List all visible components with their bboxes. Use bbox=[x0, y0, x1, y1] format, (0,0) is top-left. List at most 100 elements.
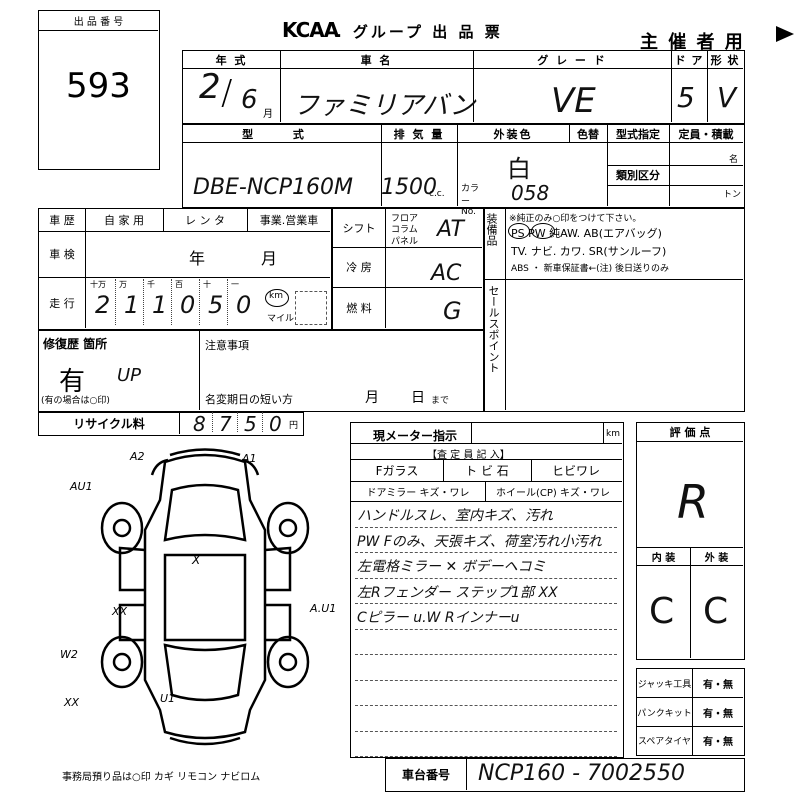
lot-number-label: 出 品 番 号 bbox=[39, 11, 158, 31]
name-label: 車 名 bbox=[360, 53, 393, 67]
repair-table: 修復歴 箇所 有 UP (有の場合は○印) 注意事項 名変期日の短い方 月 日 … bbox=[38, 330, 484, 412]
cc-unit: c.c. bbox=[429, 189, 445, 199]
equipment-note: ※純正のみ○印をつけて下さい。 bbox=[509, 214, 642, 224]
car-name-value: ファミリアバン bbox=[293, 91, 476, 121]
mark-x-body: X bbox=[191, 553, 201, 567]
mileage-label: 走 行 bbox=[49, 297, 75, 310]
mileage-digit: 5 bbox=[208, 291, 224, 319]
shift-value: AT bbox=[437, 217, 464, 242]
rental-label: レ ン タ bbox=[185, 214, 225, 227]
mark-u1: U1 bbox=[160, 692, 175, 705]
mileage-digit-label: 十 bbox=[203, 280, 211, 289]
interior-label: 内 装 bbox=[651, 552, 676, 564]
repair-value: 有 bbox=[59, 367, 86, 397]
persons-unit: 名 bbox=[729, 155, 739, 165]
mileage-digit: 1 bbox=[152, 291, 168, 319]
repair-note: UP bbox=[117, 365, 142, 386]
ac-label: 冷 房 bbox=[346, 261, 372, 274]
evaluation-label: 評 価 点 bbox=[669, 426, 711, 439]
equipment-vertical-label: 装備品 bbox=[485, 213, 498, 246]
mileage-digit: 0 bbox=[180, 291, 196, 319]
model-label: 型 式 bbox=[242, 127, 322, 141]
door-mirror-label: ドアミラー キズ・ワレ bbox=[366, 487, 470, 499]
chassis-box: 車台番号 NCP160 - 7002550 bbox=[385, 758, 745, 792]
row1-table: 年 式 車 名 グ レ ー ド ド ア 形 状 2 / 6 月 ファミリアバン … bbox=[182, 50, 745, 124]
chip-label: ト ビ 石 bbox=[465, 463, 509, 478]
meter-km-unit: km bbox=[606, 429, 620, 439]
tool-value: 有・無 bbox=[703, 679, 733, 691]
mileage-digit-label: 千 bbox=[147, 280, 155, 289]
color-code-value: 058 bbox=[511, 181, 550, 205]
row2-table: 型 式 排 気 量 外装色 色替 型式指定 定員・積載 類別区分 名 トン DB… bbox=[182, 124, 745, 217]
tools-table: ジャッキ工具有・無パンクキット有・無スペアタイヤ有・無 bbox=[636, 668, 745, 756]
crack-label: ヒビワレ bbox=[551, 463, 600, 478]
form-title: . グループ 出 品 票 bbox=[336, 23, 503, 41]
grade-label: グ レ ー ド bbox=[537, 53, 607, 67]
mileage-digit-label: 万 bbox=[119, 280, 127, 289]
inspector-table: 現メーター指示 km 【査 定 員 記 入】 Fガラス ト ビ 石 ヒビワレ ド… bbox=[350, 422, 624, 758]
year-label: 年 式 bbox=[215, 53, 248, 67]
model-designation-label: 型式指定 bbox=[616, 127, 660, 141]
mileage-digit-cell: 十万 2 bbox=[87, 279, 115, 325]
mark-xx-bottom: XX bbox=[63, 696, 80, 709]
evaluation-score: R bbox=[677, 475, 709, 529]
tool-value: 有・無 bbox=[703, 708, 733, 720]
equipment-line2: TV. ナビ. カワ. SR(サンルーフ) bbox=[511, 245, 667, 258]
wheel-label: ホイール(CP) キズ・ワレ bbox=[496, 487, 610, 499]
recycle-digit: 7 bbox=[212, 412, 236, 436]
recycle-digit: 8 bbox=[193, 412, 206, 436]
capacity-label: 定員・積載 bbox=[678, 127, 734, 141]
evaluation-table: 評 価 点 R 内 装 外 装 C C bbox=[636, 422, 745, 660]
exterior-color-label: 外装色 bbox=[493, 127, 533, 141]
shape-label: 形 状 bbox=[710, 53, 740, 67]
mileage-digit-label: 一 bbox=[231, 280, 239, 289]
meter-label: 現メーター指示 bbox=[373, 429, 458, 443]
repair-label: 修復歴 箇所 bbox=[43, 337, 108, 351]
displacement-label: 排 気 量 bbox=[393, 127, 445, 141]
mile-unit: マイル bbox=[267, 314, 295, 324]
short-name-change-label: 名変期日の短い方 bbox=[205, 393, 293, 406]
inspection-label: 車 検 bbox=[49, 248, 75, 261]
tool-label: スペアタイヤ bbox=[637, 726, 693, 755]
chassis-label: 車台番号 bbox=[401, 768, 450, 782]
mileage-digit-label: 十万 bbox=[90, 280, 106, 289]
f-glass-label: Fガラス bbox=[375, 463, 419, 478]
shift-label: シフト bbox=[342, 222, 376, 235]
fill-by-label: 【査 定 員 記 入】 bbox=[427, 450, 510, 461]
mileage-digit: 1 bbox=[124, 291, 140, 319]
equipment-table: シフト フロア コラム パネル AT 冷 房 AC 燃 料 G bbox=[332, 208, 484, 330]
mark-a2: A2 bbox=[129, 450, 145, 463]
repair-condition-note: (有の場合は○印) bbox=[41, 396, 110, 406]
fuel-value: G bbox=[443, 297, 462, 325]
mark-xx-left: XX bbox=[111, 605, 128, 618]
column-option: コラム bbox=[391, 225, 418, 235]
tool-label: パンクキット bbox=[637, 698, 693, 727]
recycle-digit: 0 bbox=[262, 412, 286, 436]
chassis-number: NCP160 - 7002550 bbox=[478, 761, 685, 786]
mileage-digit: 2 bbox=[95, 291, 111, 319]
class-label: 類別区分 bbox=[616, 169, 660, 182]
name-change-day: 日 bbox=[411, 390, 425, 406]
equipment-line3: ABS ・ 新車保証書←(注) 後日送りのみ bbox=[511, 264, 670, 274]
doors-label: ド ア bbox=[674, 53, 704, 67]
exterior-grade: C bbox=[703, 591, 729, 632]
private-label: 自 家 用 bbox=[104, 214, 144, 227]
sale-point-vertical-label: セールスポイント bbox=[487, 285, 500, 373]
color-value: 白 bbox=[507, 155, 531, 183]
inspector-note: PW Fのみ、天張キズ、荷室汚れ小汚れ bbox=[357, 533, 602, 550]
inspection-month-unit: 月 bbox=[261, 249, 278, 268]
recycle-unit: 円 bbox=[289, 421, 299, 431]
inspector-note: Cピラー u.W Rインナーu bbox=[357, 610, 520, 626]
recycle-digit: 5 bbox=[237, 412, 261, 436]
fuel-label: 燃 料 bbox=[346, 302, 372, 315]
shape-value: V bbox=[717, 81, 737, 114]
displacement-value: 1500 bbox=[381, 175, 437, 200]
inspection-year-unit: 年 bbox=[189, 249, 206, 268]
tons-unit: トン bbox=[723, 190, 742, 200]
month-value: 6 bbox=[241, 85, 258, 115]
year-value: 2 bbox=[199, 67, 221, 107]
